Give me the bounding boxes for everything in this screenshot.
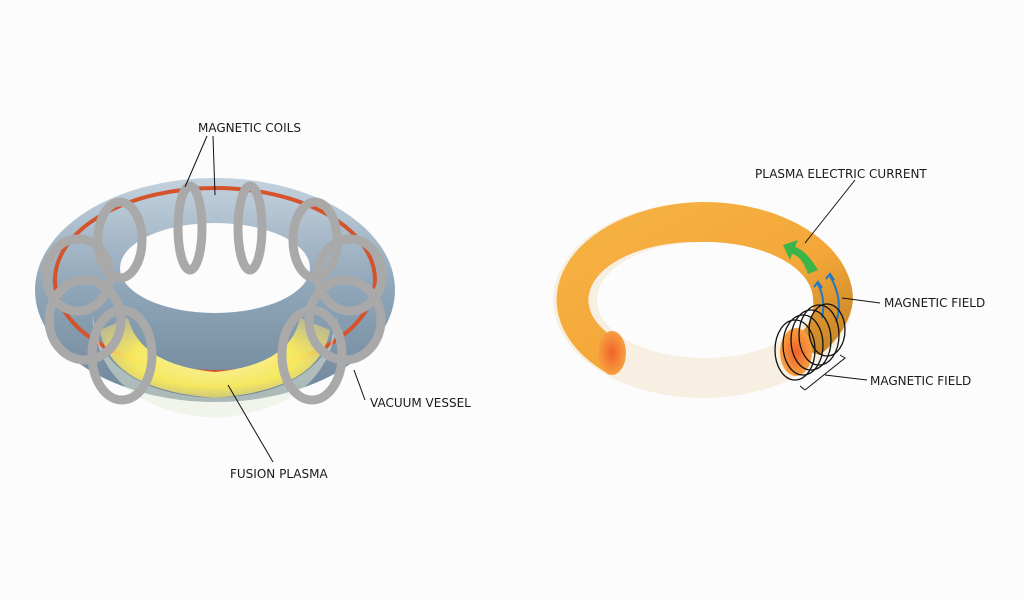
cross-section-right xyxy=(780,328,812,376)
coil xyxy=(277,305,347,405)
label-magnetic-field-poloidal: MAGNETIC FIELD xyxy=(884,296,985,310)
coil xyxy=(173,181,207,275)
plasma-ring xyxy=(556,201,853,372)
coil xyxy=(313,234,387,316)
coil xyxy=(233,181,267,275)
tokamak-torus: MAGNETIC COILS VACUUM VESSEL FUSION PLAS… xyxy=(35,121,471,481)
label-magnetic-coils: MAGNETIC COILS xyxy=(198,121,301,135)
plasma-ring-diagram: PLASMA ELECTRIC CURRENT MAGNETIC FIELD M… xyxy=(553,167,985,398)
coil xyxy=(93,197,147,283)
label-fusion-plasma: FUSION PLASMA xyxy=(230,467,328,481)
coil xyxy=(87,305,157,405)
coil xyxy=(44,275,126,365)
magnetic-coils xyxy=(41,181,387,405)
cross-section-left xyxy=(598,331,626,375)
fusion-plasma xyxy=(100,318,330,398)
coil xyxy=(41,234,115,316)
label-magnetic-field-toroidal: MAGNETIC FIELD xyxy=(870,374,971,388)
label-vacuum-vessel: VACUUM VESSEL xyxy=(370,396,471,410)
toroidal-field-coil xyxy=(774,303,846,381)
label-plasma-current: PLASMA ELECTRIC CURRENT xyxy=(755,167,927,181)
plasma-current-arrow xyxy=(783,240,818,274)
